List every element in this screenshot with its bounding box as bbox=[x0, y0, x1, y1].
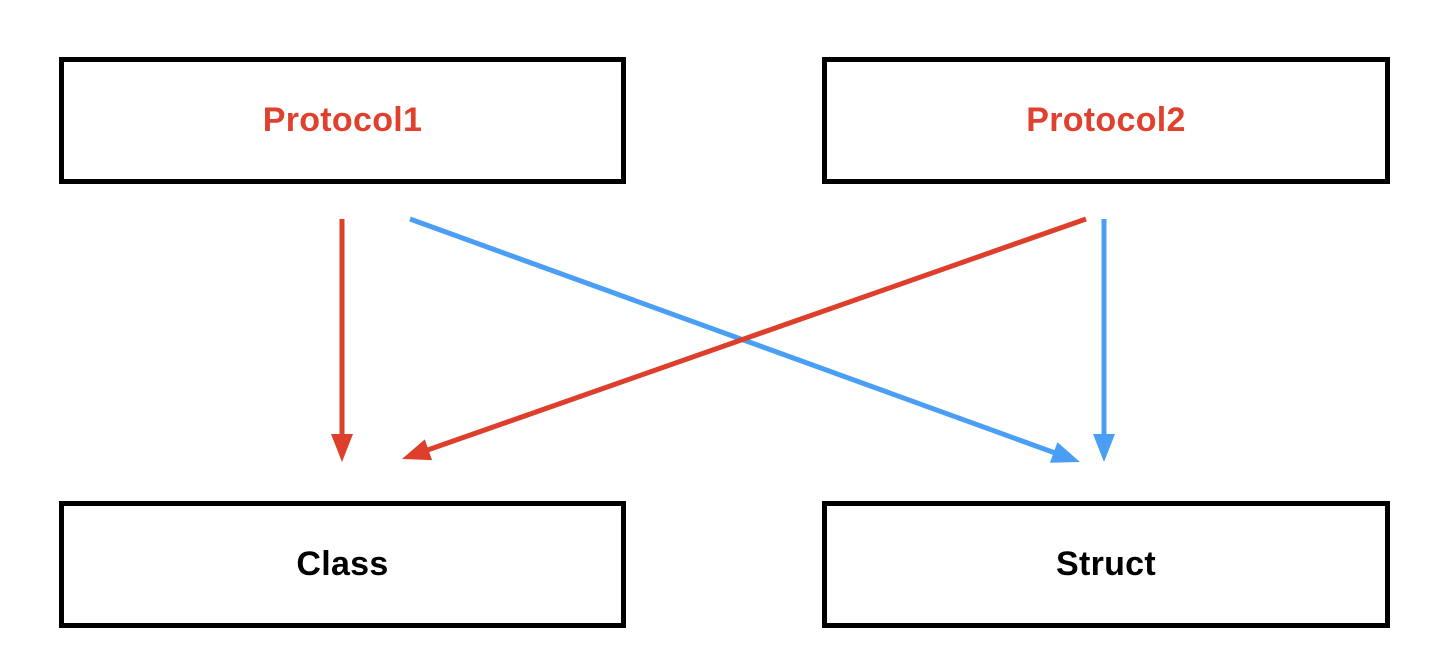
arrowhead-protocol2-to-struct bbox=[1093, 434, 1115, 462]
arrow-line-protocol1-to-struct bbox=[409, 216, 1057, 456]
node-protocol2: Protocol2 bbox=[822, 57, 1390, 184]
node-label-struct: Struct bbox=[1055, 545, 1157, 583]
node-label-protocol2: Protocol2 bbox=[1026, 101, 1186, 139]
arrow-protocol1-to-class bbox=[331, 219, 353, 462]
arrow-protocol2-to-struct bbox=[1093, 219, 1115, 462]
node-protocol1: Protocol1 bbox=[59, 57, 626, 184]
node-class: Class bbox=[59, 501, 626, 628]
node-label-protocol1: Protocol1 bbox=[262, 101, 423, 139]
arrowhead-protocol1-to-class bbox=[331, 434, 353, 462]
arrow-protocol1-to-struct bbox=[409, 216, 1080, 463]
node-label-class: Class bbox=[296, 545, 389, 583]
node-struct: Struct bbox=[822, 501, 1390, 628]
arrow-protocol2-to-class bbox=[402, 216, 1087, 461]
arrowhead-protocol1-to-struct bbox=[1049, 442, 1080, 463]
arrowhead-protocol2-to-class bbox=[402, 439, 433, 461]
arrow-line-protocol2-to-class bbox=[425, 216, 1087, 453]
